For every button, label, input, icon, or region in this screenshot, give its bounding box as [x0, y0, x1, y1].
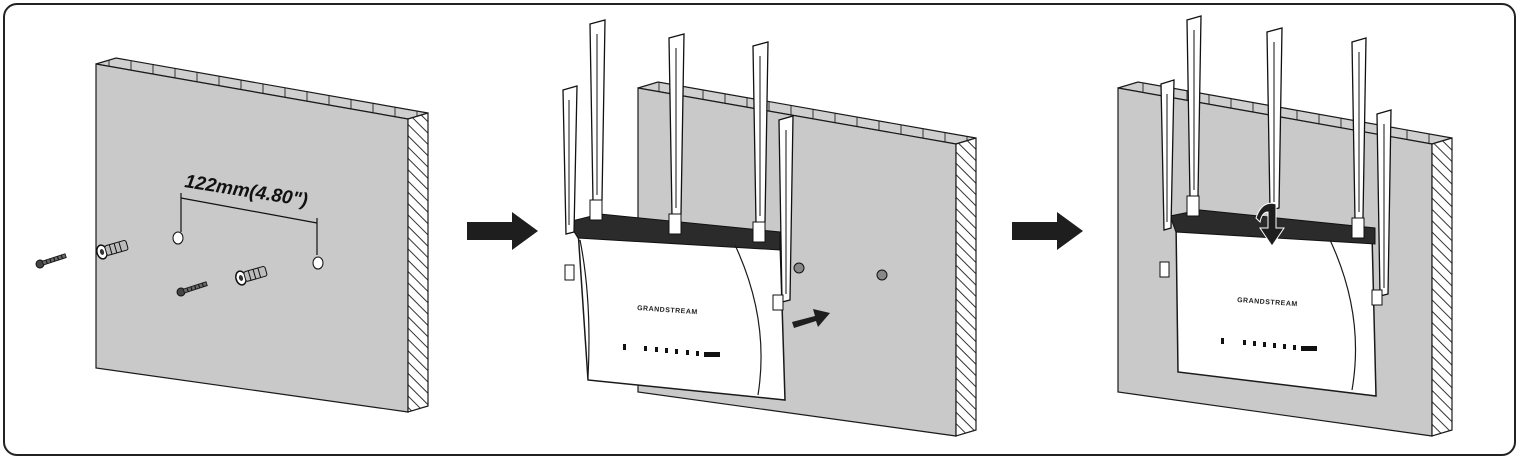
wall-side-hatch	[407, 112, 429, 413]
wall-screw-head	[793, 262, 805, 274]
dimension-line	[180, 197, 318, 224]
panel-attach-router: GRANDSTREAM	[562, 19, 977, 437]
drill-hole-left	[172, 231, 184, 245]
panel-drill-holes: 122mm(4.80")	[35, 57, 429, 413]
step-arrow-1	[467, 212, 538, 250]
antenna-icon	[562, 85, 578, 281]
router-side-curve	[734, 244, 762, 396]
step-arrow-2	[1012, 212, 1083, 250]
antenna-icon	[1159, 79, 1175, 278]
slide-arrow-icon	[792, 309, 830, 328]
router-brand-label: GRANDSTREAM	[1237, 297, 1298, 308]
antenna-icon	[1371, 109, 1392, 306]
router-led-row	[623, 344, 720, 357]
router-body	[1175, 221, 1377, 397]
antenna-icon	[589, 19, 606, 221]
antenna-icon	[752, 41, 769, 243]
router-side-curve	[1329, 239, 1357, 391]
drill-hole-right	[312, 256, 324, 270]
antenna-icon	[772, 115, 794, 311]
router-brand-label: GRANDSTREAM	[637, 305, 698, 316]
router-left-curve	[579, 239, 590, 379]
wall-face	[95, 63, 409, 413]
antenna-icon	[1186, 15, 1202, 217]
screw-icon	[35, 253, 67, 269]
wall-anchor-icon	[235, 266, 268, 286]
wall-screw-head	[876, 269, 888, 281]
wall-side-hatch	[1431, 137, 1453, 437]
press-down-arrow-icon	[1255, 202, 1285, 247]
screw-icon	[176, 281, 208, 297]
wall-side-hatch	[955, 137, 977, 437]
antenna-icon	[1351, 37, 1367, 239]
antenna-icon	[668, 33, 685, 235]
wall-anchor-icon	[96, 240, 129, 260]
antenna-icon	[1266, 27, 1283, 211]
panel-router-mounted: GRANDSTREAM	[1117, 15, 1453, 437]
router-led-row	[1221, 338, 1317, 351]
